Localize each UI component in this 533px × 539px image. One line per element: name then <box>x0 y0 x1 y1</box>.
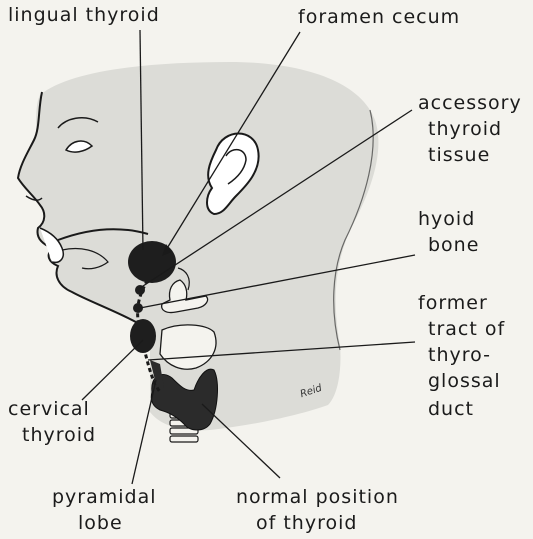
label-normal-line1: normal position <box>236 486 399 508</box>
leader-pyramidal-lobe <box>132 380 156 484</box>
label-cervical-line1: cervical <box>8 398 90 420</box>
label-lingual-thyroid: lingual thyroid <box>8 4 160 26</box>
label-accessory-line1: accessory <box>418 92 522 114</box>
label-former-line5: duct <box>428 398 474 420</box>
label-former-line1: former <box>418 292 488 314</box>
lingual-thyroid-mass <box>128 241 176 283</box>
cervical-thyroid-mass <box>130 319 156 353</box>
label-accessory-line3: tissue <box>428 144 490 166</box>
label-cervical-line2: thyroid <box>22 424 96 446</box>
leader-cervical-thyroid <box>82 340 143 400</box>
label-hyoid-line2: bone <box>428 234 479 256</box>
label-pyramidal-line1: pyramidal <box>52 486 157 508</box>
label-foramen-cecum: foramen cecum <box>298 6 460 28</box>
accessory-thyroid-nodule <box>135 285 145 295</box>
head-silhouette <box>18 62 378 430</box>
label-former-line3: thyro- <box>428 344 491 366</box>
label-hyoid-line1: hyoid <box>418 208 475 230</box>
label-former-line4: glossal <box>428 370 501 392</box>
label-pyramidal-line2: lobe <box>78 512 123 534</box>
label-accessory-line2: thyroid <box>428 118 502 140</box>
label-normal-line2: of thyroid <box>256 512 357 534</box>
label-former-line2: tract of <box>428 318 505 340</box>
